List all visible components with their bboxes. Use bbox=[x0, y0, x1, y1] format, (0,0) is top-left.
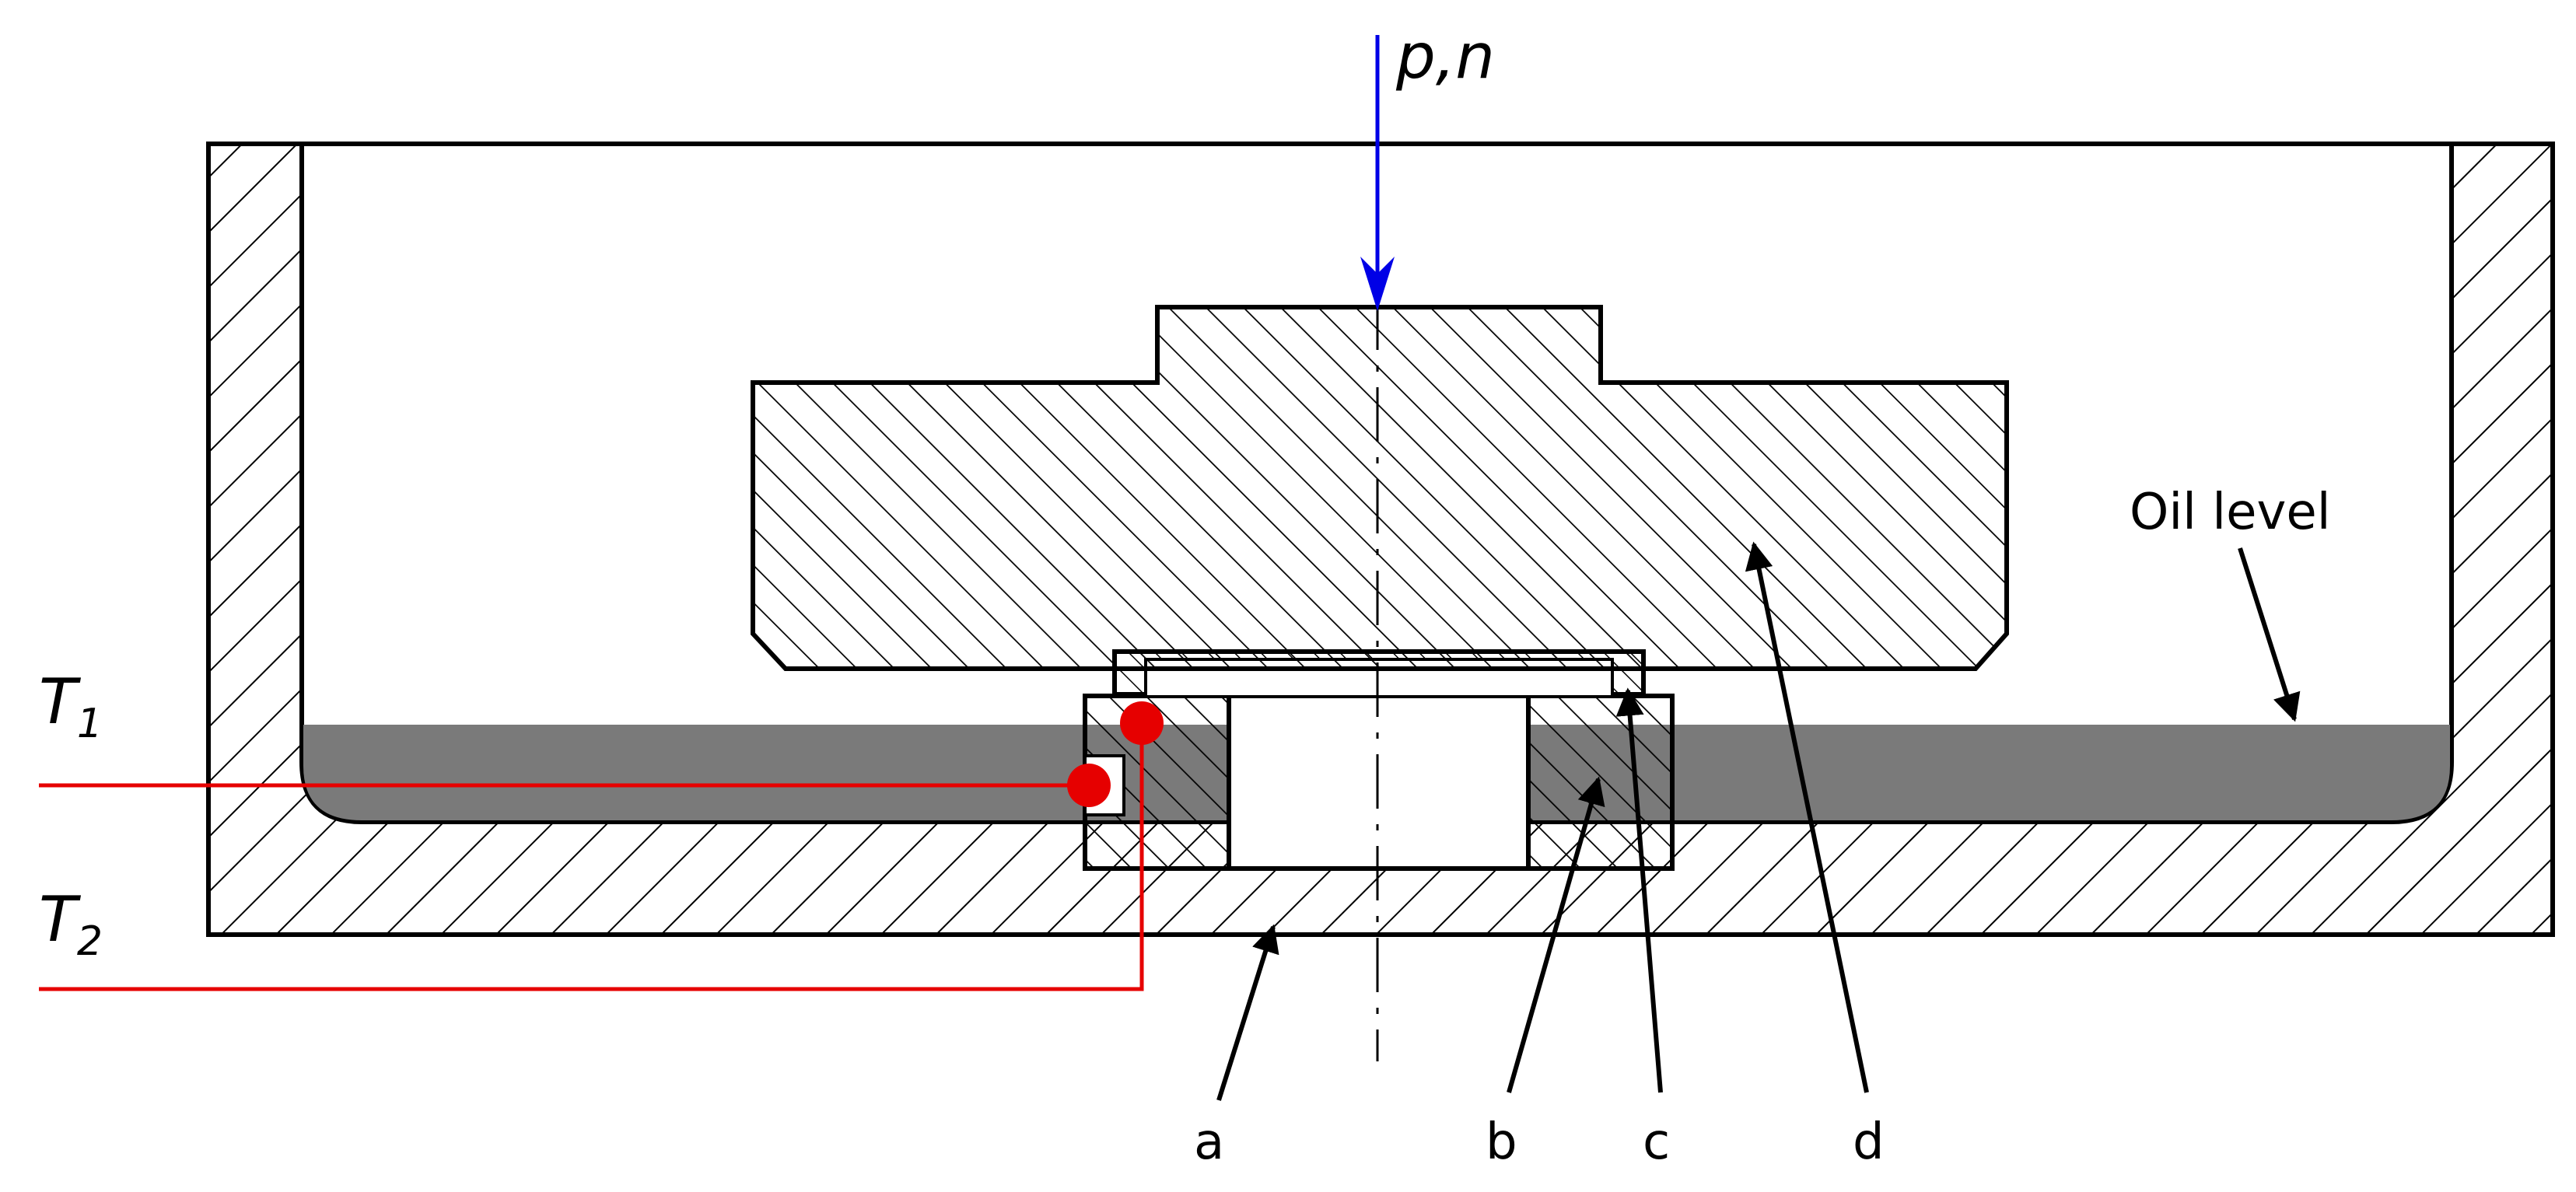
label-b: b bbox=[1486, 1113, 1517, 1171]
thermocouple-t2-sensor bbox=[1120, 701, 1164, 745]
t2-label: T2 bbox=[39, 883, 103, 965]
leader-b bbox=[1507, 776, 1605, 1093]
label-a: a bbox=[1194, 1113, 1224, 1171]
thermocouple-t2-wire bbox=[39, 723, 1144, 991]
rotating-disc bbox=[751, 305, 2009, 671]
leader-c bbox=[1615, 687, 1663, 1093]
leader-d bbox=[1745, 541, 1869, 1093]
oil-level-label: Oil level bbox=[2130, 484, 2330, 541]
housing bbox=[206, 142, 2555, 937]
bearing-ring-right bbox=[1526, 694, 1675, 871]
leader-lines bbox=[1216, 541, 2301, 1101]
label-c: c bbox=[1643, 1113, 1670, 1171]
leader-oil-level bbox=[2238, 547, 2301, 722]
label-d: d bbox=[1853, 1113, 1885, 1171]
thermocouple-wires bbox=[39, 723, 1144, 991]
load-arrow bbox=[1360, 35, 1395, 311]
load-label: p,n bbox=[1395, 20, 1495, 93]
leader-a bbox=[1216, 924, 1279, 1101]
thermocouple-t1-sensor bbox=[1067, 764, 1111, 807]
t1-label: T1 bbox=[39, 666, 103, 747]
